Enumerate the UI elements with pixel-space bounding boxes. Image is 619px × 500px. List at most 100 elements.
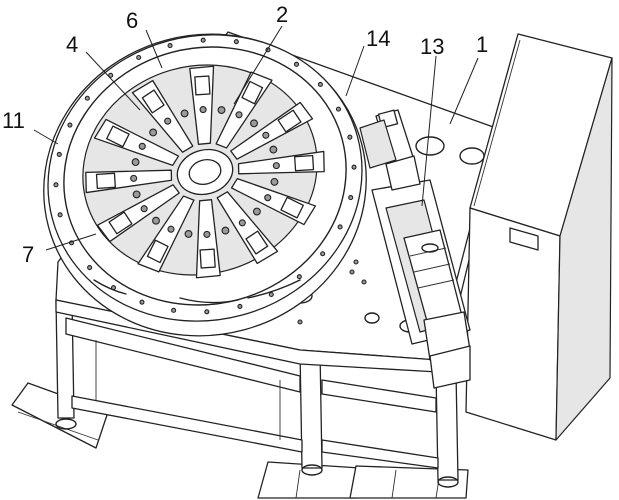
bolt-hole (337, 224, 343, 230)
bolt-hole (67, 122, 73, 128)
frame-leg-front-right (435, 371, 459, 481)
label-14: 14 (366, 26, 390, 51)
station-clamp-block (294, 154, 315, 172)
station-pin (264, 194, 272, 202)
station-clamp-block (199, 248, 216, 269)
station-screw (131, 158, 140, 167)
bolt-hole (347, 134, 353, 140)
station-clamp-block (108, 211, 133, 235)
bolt-hole (296, 274, 302, 280)
station-clamp-block (194, 75, 211, 96)
bolt-hole (167, 43, 173, 49)
label-2: 2 (276, 2, 288, 27)
fixture-station (189, 65, 226, 145)
fixture-station (85, 158, 173, 194)
station-pin (140, 205, 148, 213)
fixture-station (93, 118, 180, 166)
bolt-hole (110, 285, 117, 291)
bolt-hole (348, 195, 354, 201)
frame-rail-right (321, 379, 437, 413)
leader-lines (33, 25, 479, 251)
frame-rail-upper (65, 317, 301, 393)
station-pin (164, 117, 172, 125)
station-clamp-block (95, 172, 116, 190)
frame (55, 299, 459, 488)
label-6: 6 (126, 8, 138, 33)
table-bolt-holes (53, 37, 357, 315)
bolt-hole (87, 265, 93, 271)
leader-13 (421, 55, 437, 207)
frame-rail-lower (71, 395, 303, 453)
station-screw (252, 207, 261, 216)
station-screw (152, 216, 160, 225)
station-clamp-block (245, 230, 269, 255)
station-screw (270, 177, 279, 186)
station-screw (184, 229, 193, 238)
station-pin (199, 106, 207, 114)
fixture-station (131, 79, 194, 153)
bolt-hole (84, 95, 90, 101)
label-7: 7 (22, 242, 34, 267)
station-screw (269, 145, 278, 154)
pusher-head (385, 155, 421, 191)
bolt-hole (139, 299, 145, 305)
label-11: 11 (2, 108, 25, 133)
station-pin (238, 219, 246, 227)
leader-14 (345, 45, 365, 97)
station-screw (221, 226, 230, 235)
plate-hole-1 (415, 136, 445, 156)
station-screw (250, 119, 258, 128)
bolt-hole (136, 54, 142, 61)
station-pin (138, 142, 146, 150)
central-hub (176, 148, 234, 196)
bolt-hole (351, 164, 357, 170)
reference-labels: 6 2 4 14 13 1 11 7 (2, 2, 488, 267)
bolt-hole (204, 309, 210, 315)
fixture-stations (85, 65, 325, 279)
station-pin (262, 131, 270, 139)
leader-4 (85, 51, 141, 111)
station-pin (130, 174, 138, 182)
bolt-hole (320, 251, 326, 257)
station-clamp-block (141, 89, 165, 114)
bolt-hole (56, 151, 62, 157)
plate-hole-4 (364, 312, 380, 324)
label-4: 4 (66, 32, 78, 57)
bolt-hole (108, 72, 114, 78)
pusher-guide (359, 119, 397, 169)
bolt-hole (237, 303, 243, 309)
label-1: 1 (476, 32, 488, 57)
label-13: 13 (420, 34, 444, 59)
fixture-station (96, 184, 180, 243)
cylinder-assembly (359, 109, 471, 389)
bolt-hole (293, 61, 300, 67)
frame-rail-right-lower (321, 439, 439, 469)
leader-11 (33, 129, 59, 145)
bolt-hole (171, 307, 177, 313)
fixture-station (230, 101, 314, 160)
station-clamp-block (106, 125, 130, 148)
station-clamp-block (277, 109, 302, 133)
station-pin (167, 225, 175, 233)
station-pin (272, 162, 280, 170)
hub-cap (188, 159, 222, 185)
station-screw (149, 128, 158, 137)
station-pin (203, 230, 211, 238)
frame-leg-front-left (55, 299, 75, 419)
fixture-station (237, 150, 325, 186)
bolt-hole (233, 39, 239, 45)
station-pin (235, 111, 243, 119)
cabinet-side (555, 57, 613, 441)
fixture-station (215, 71, 273, 149)
bolt-hole (317, 81, 323, 87)
station-screw (180, 109, 189, 118)
fixture-station (137, 195, 195, 273)
cabinet-nameplate (509, 227, 539, 251)
fixture-station (216, 191, 279, 265)
bolt-hole (268, 291, 274, 298)
leader-1 (449, 57, 479, 125)
station-clamp-block (146, 239, 169, 264)
station-clamp-block (241, 80, 264, 105)
fixture-station (230, 178, 317, 226)
